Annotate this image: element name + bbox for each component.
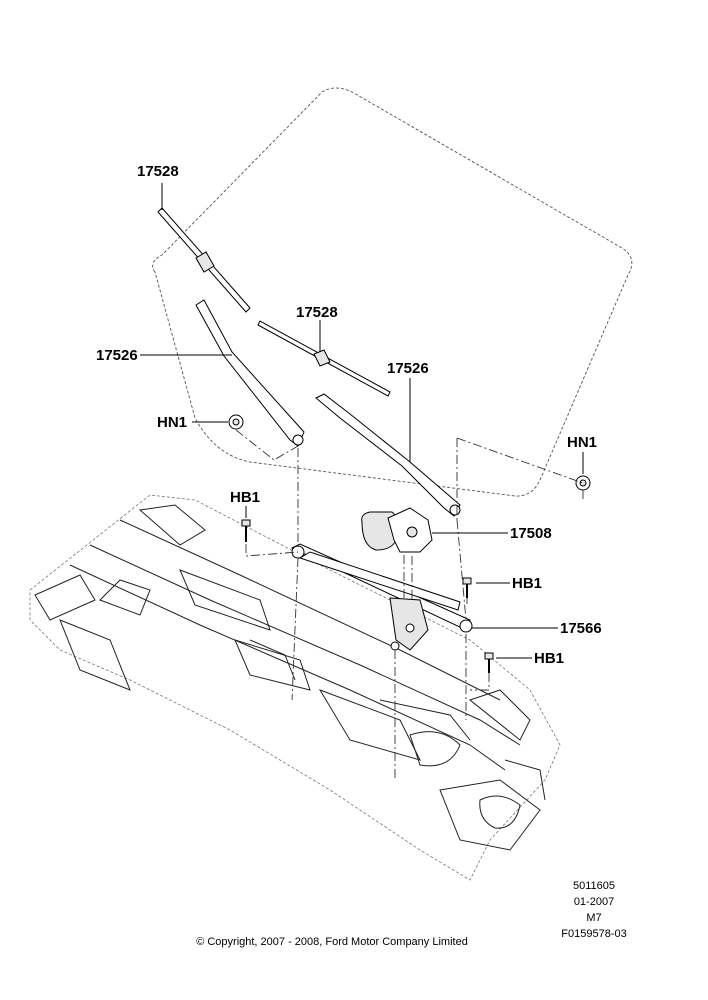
callout-hb1-mid: HB1 [512, 575, 542, 592]
callout-hn1-right: HN1 [567, 434, 597, 451]
ref-line-1: 5011605 [573, 880, 615, 892]
wiper-linkage [290, 543, 473, 651]
wiper-blade-left [157, 207, 251, 313]
ref-line-3: M7 [586, 912, 601, 924]
bolt-hb1-upper [241, 519, 251, 542]
copyright-notice: © Copyright, 2007 - 2008, Ford Motor Com… [196, 936, 468, 948]
callout-17528-center: 17528 [296, 304, 338, 321]
wiper-motor [361, 507, 433, 553]
nut-hn1-right [575, 475, 591, 491]
bolt-hb1-lower [484, 652, 494, 673]
callout-hn1-left: HN1 [157, 414, 187, 431]
wiper-blade-center [257, 320, 391, 397]
nut-hn1-left [228, 414, 244, 430]
assembly-guide-lines [235, 429, 584, 780]
callout-17526-left: 17526 [96, 347, 138, 364]
ref-line-2: 01-2007 [574, 896, 614, 908]
wiper-arm-left [195, 299, 305, 447]
callout-hb1-lower: HB1 [534, 650, 564, 667]
callout-17566: 17566 [560, 620, 602, 637]
cowl-panel-structure [29, 494, 561, 881]
bolt-hb1-mid [462, 577, 472, 598]
windshield-outline [152, 87, 633, 497]
callout-hb1-upper: HB1 [230, 489, 260, 506]
callout-17508: 17508 [510, 525, 552, 542]
ref-line-4: F0159578-03 [561, 928, 626, 940]
callout-17526-right: 17526 [387, 360, 429, 377]
wiper-arm-right [315, 393, 461, 517]
callout-17528-left: 17528 [137, 163, 179, 180]
